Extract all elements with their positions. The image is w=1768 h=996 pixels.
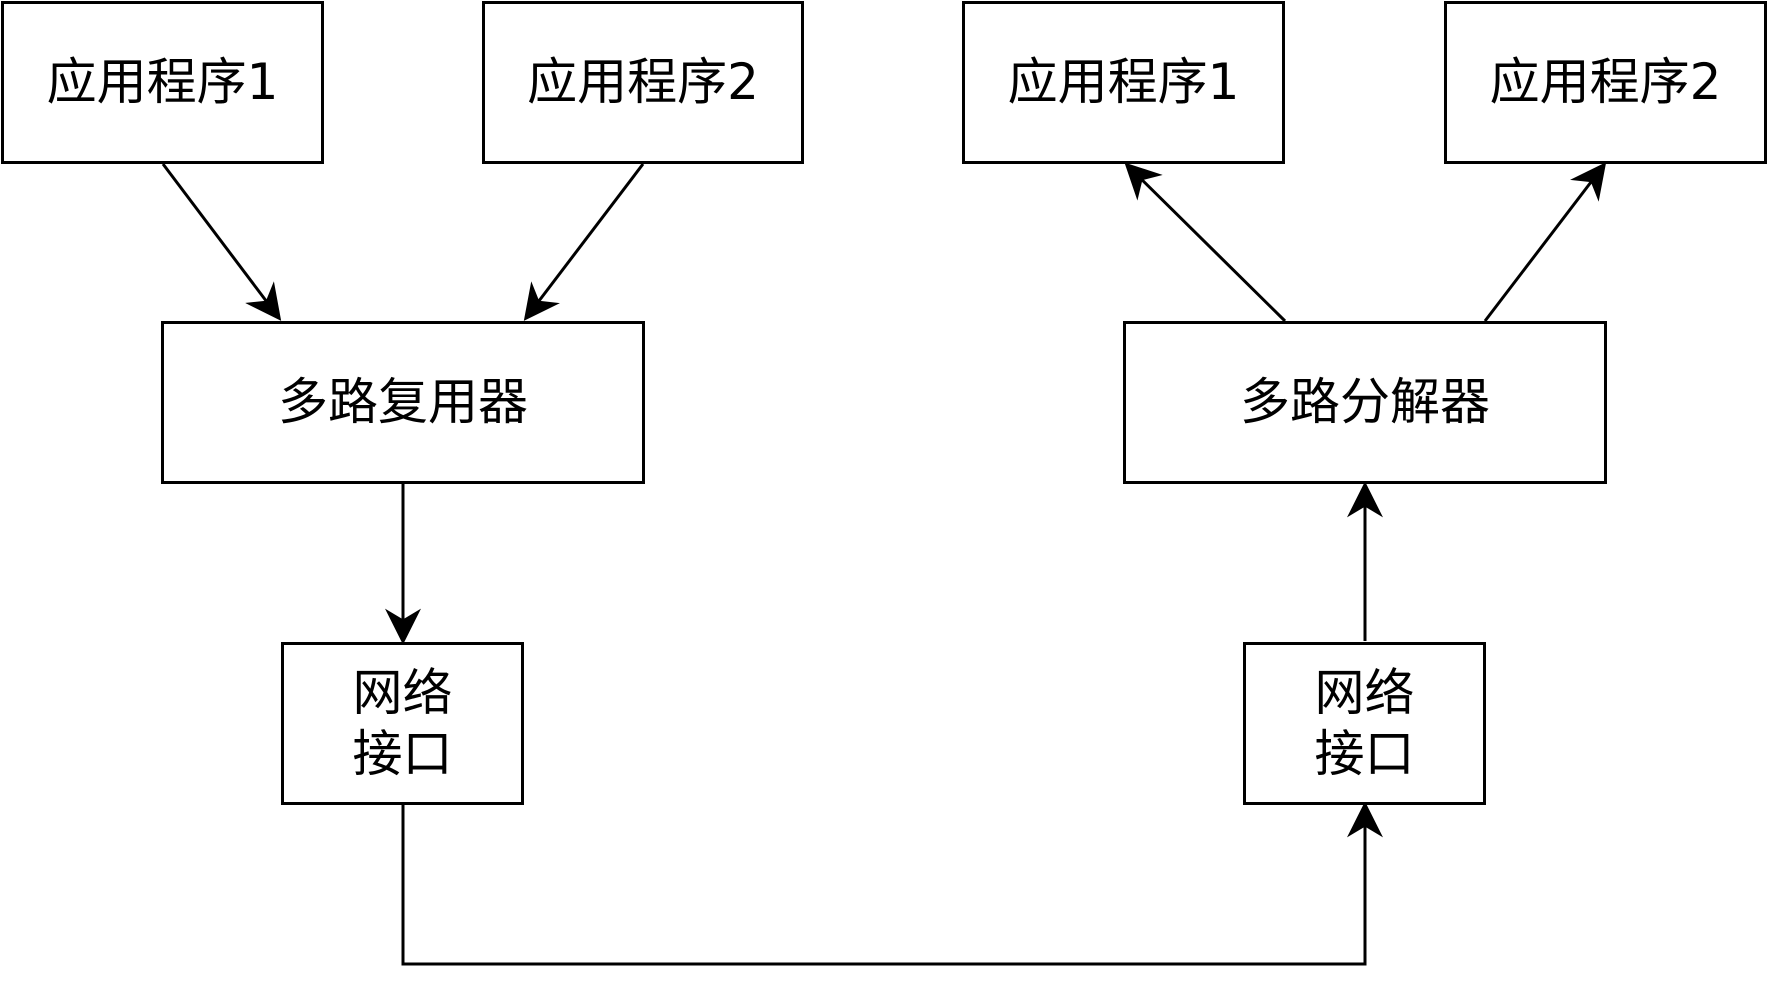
edge-sender-app1-to-multiplexer [161, 163, 282, 321]
demultiplexer-node: 多路分解器 [1123, 321, 1607, 484]
edge-demultiplexer-to-receiver-app2 [1483, 162, 1607, 322]
edge-sender-app2-to-multiplexer [523, 163, 645, 321]
multiplexer-label: 多路复用器 [278, 373, 528, 431]
demultiplexer-label: 多路分解器 [1240, 373, 1490, 431]
edge-nic-to-nic-link [401, 801, 1383, 966]
sender-nic-label-line1: 网络 [352, 663, 453, 722]
receiver-nic-label: 网络 接口 [1315, 663, 1415, 785]
receiver-app1-label: 应用程序1 [1007, 53, 1240, 111]
sender-nic-label-line2: 接口 [352, 724, 453, 783]
receiver-nic-node: 网络 接口 [1243, 642, 1486, 805]
receiver-app1-node: 应用程序1 [962, 1, 1285, 164]
sender-app1-label: 应用程序1 [46, 53, 279, 111]
receiver-nic-label-line2: 接口 [1314, 724, 1415, 783]
edge-demultiplexer-to-receiver-app1 [1124, 162, 1287, 323]
sender-nic-node: 网络 接口 [281, 642, 524, 805]
sender-app2-label: 应用程序2 [527, 53, 759, 111]
multiplexer-node: 多路复用器 [161, 321, 645, 484]
sender-nic-label: 网络 接口 [353, 663, 453, 785]
sender-app1-node: 应用程序1 [1, 1, 324, 164]
receiver-app2-node: 应用程序2 [1444, 1, 1767, 164]
receiver-nic-label-line1: 网络 [1314, 663, 1415, 722]
receiver-app2-label: 应用程序2 [1489, 53, 1722, 111]
sender-app2-node: 应用程序2 [482, 1, 804, 164]
